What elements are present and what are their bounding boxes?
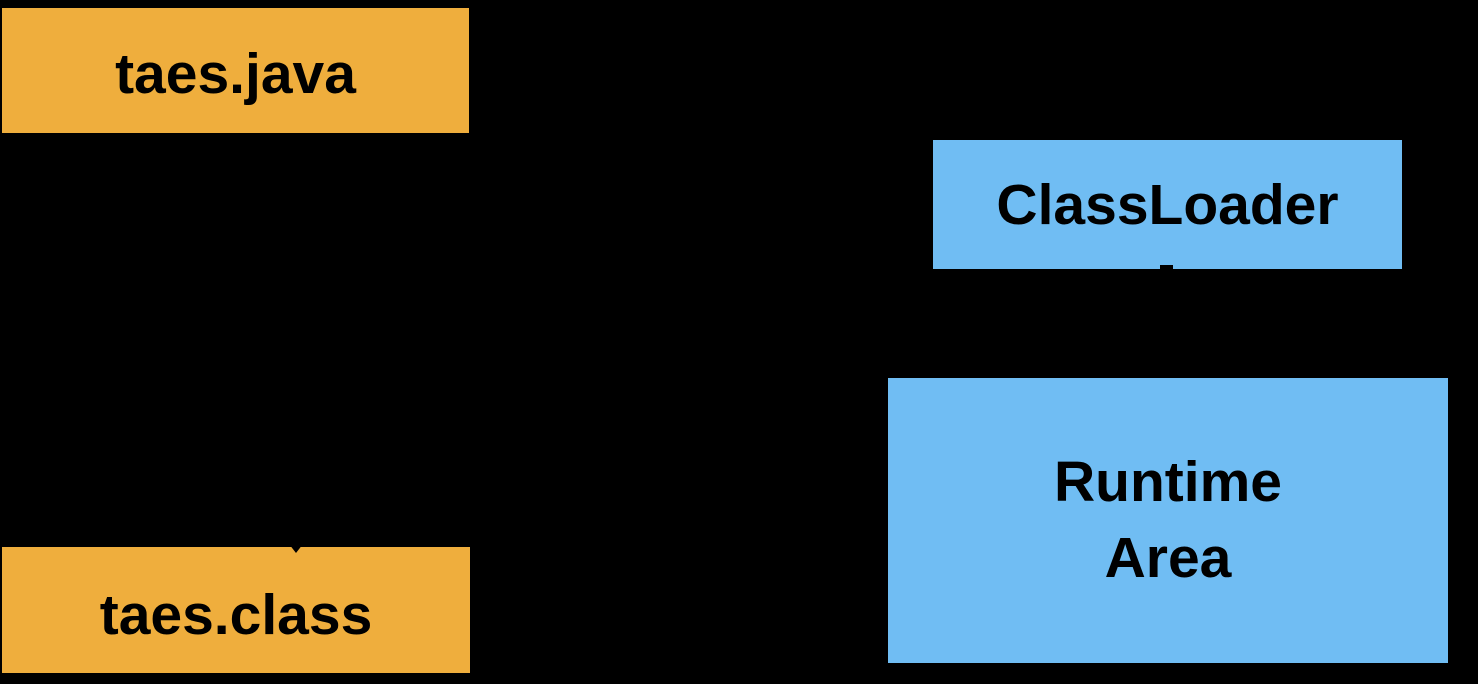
compile-arrowhead-icon (289, 544, 303, 553)
node-runtime-area: Runtime Area (888, 378, 1448, 663)
taes-class-label: taes.class (99, 583, 373, 647)
runtime-area-label-line2: Area (1104, 525, 1232, 590)
runtime-area-label: Runtime Area (1054, 445, 1282, 595)
runtime-area-label-line1: Runtime (1054, 450, 1282, 515)
node-taes-java: taes.java (2, 8, 469, 133)
taes-java-label: taes.java (115, 41, 356, 106)
classloader-arrow-stub-icon (1160, 265, 1173, 271)
node-classloader: ClassLoader (933, 140, 1402, 269)
classloader-label: ClassLoader (996, 172, 1339, 237)
node-taes-class: taes.class (2, 547, 470, 673)
